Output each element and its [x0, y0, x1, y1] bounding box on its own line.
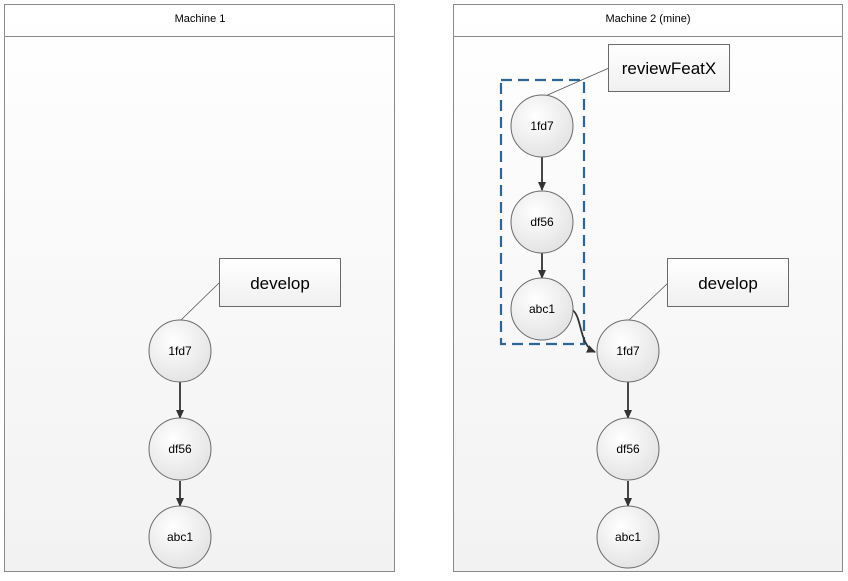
machine-2-graph: reviewFeatX 1fd7 df56 abc1 develop 1fd7 — [499, 44, 789, 569]
branch-label-box — [219, 258, 341, 307]
review-label-box — [608, 44, 730, 92]
panel-title: Machine 2 (mine) — [606, 13, 691, 25]
commit-hash: 1fd7 — [168, 344, 192, 358]
commit-node: df56 — [148, 417, 212, 481]
commit-hash: abc1 — [167, 530, 193, 544]
label-connector — [627, 282, 669, 322]
commit-hash: abc1 — [615, 530, 641, 544]
commit-node: df56 — [510, 190, 574, 254]
branch-label-reviewfeatx: reviewFeatX — [622, 59, 716, 78]
commit-node: 1fd7 — [596, 319, 660, 383]
commit-hash: abc1 — [529, 302, 555, 316]
commit-hash: df56 — [168, 442, 192, 456]
label-connector — [542, 67, 610, 98]
label-connector — [179, 282, 220, 322]
commit-hash: 1fd7 — [616, 344, 640, 358]
review-branch-group — [499, 78, 586, 346]
branch-label-develop: develop — [698, 274, 758, 293]
machine-1-graph: develop 1fd7 df56 abc1 — [148, 258, 341, 569]
branch-label-develop: develop — [250, 274, 310, 293]
commit-node: abc1 — [596, 505, 660, 569]
commit-node: abc1 — [510, 277, 574, 341]
commit-node: abc1 — [148, 505, 212, 569]
branch-label-box — [667, 258, 789, 307]
commit-node: 1fd7 — [148, 319, 212, 383]
commit-hash: df56 — [530, 215, 554, 229]
commit-hash: df56 — [616, 442, 640, 456]
panel-title: Machine 1 — [175, 13, 226, 25]
commit-node: 1fd7 — [510, 94, 574, 158]
commit-node: df56 — [596, 417, 660, 481]
commit-hash: 1fd7 — [530, 119, 554, 133]
commit-arrow-merge-base — [570, 308, 596, 353]
